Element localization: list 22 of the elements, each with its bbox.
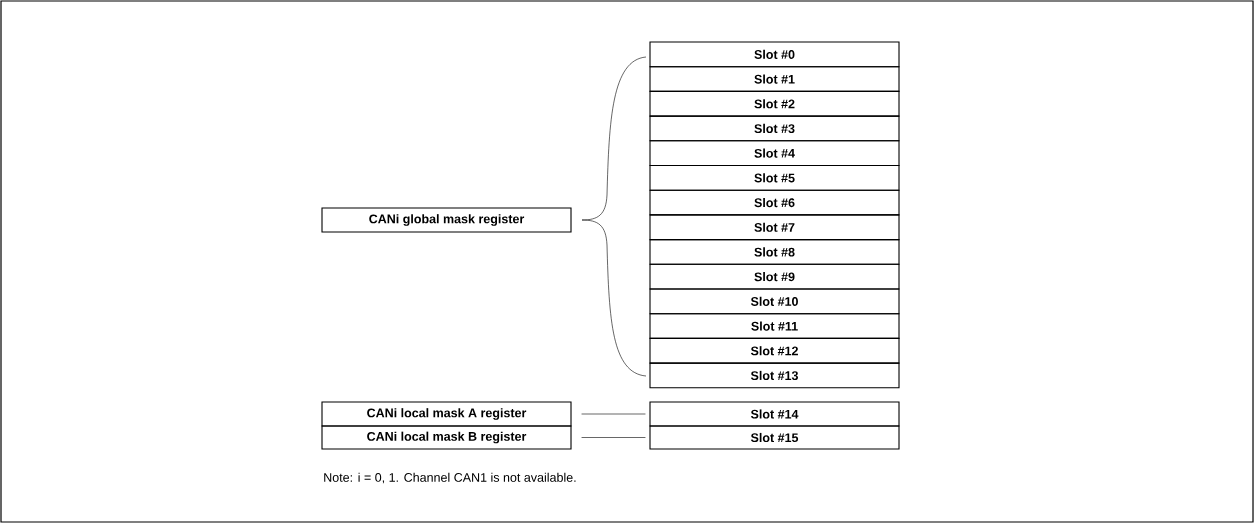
slot-cell: Slot #15 bbox=[649, 425, 900, 450]
register-box: CANi local mask B register bbox=[321, 425, 572, 450]
slot-cell: Slot #5 bbox=[649, 164, 900, 191]
slot-cell: Slot #4 bbox=[649, 140, 900, 167]
slot-cell: Slot #6 bbox=[649, 189, 900, 216]
slot-cell: Slot #8 bbox=[649, 239, 900, 265]
slot-cell: Slot #1 bbox=[649, 66, 900, 92]
slot-cell: Slot #10 bbox=[649, 288, 900, 315]
slot-cell: Slot #7 bbox=[649, 214, 900, 241]
register-box: CANi global mask register bbox=[321, 207, 572, 233]
slot-cell: Slot #12 bbox=[649, 337, 900, 364]
slot-cell: Slot #14 bbox=[649, 401, 900, 427]
slot-cell: Slot #3 bbox=[649, 115, 900, 142]
slot-cell: Slot #9 bbox=[649, 263, 900, 290]
connector-line bbox=[581, 437, 646, 438]
register-box: CANi local mask A register bbox=[321, 401, 572, 427]
slot-cell: Slot #0 bbox=[649, 41, 900, 68]
slot-cell: Slot #13 bbox=[649, 362, 900, 389]
slot-cell: Slot #11 bbox=[649, 313, 900, 339]
note-text: Note: i = 0, 1. Channel CAN1 is not available. bbox=[324, 472, 576, 484]
slot-cell: Slot #2 bbox=[649, 90, 900, 117]
connector-line bbox=[581, 413, 646, 415]
